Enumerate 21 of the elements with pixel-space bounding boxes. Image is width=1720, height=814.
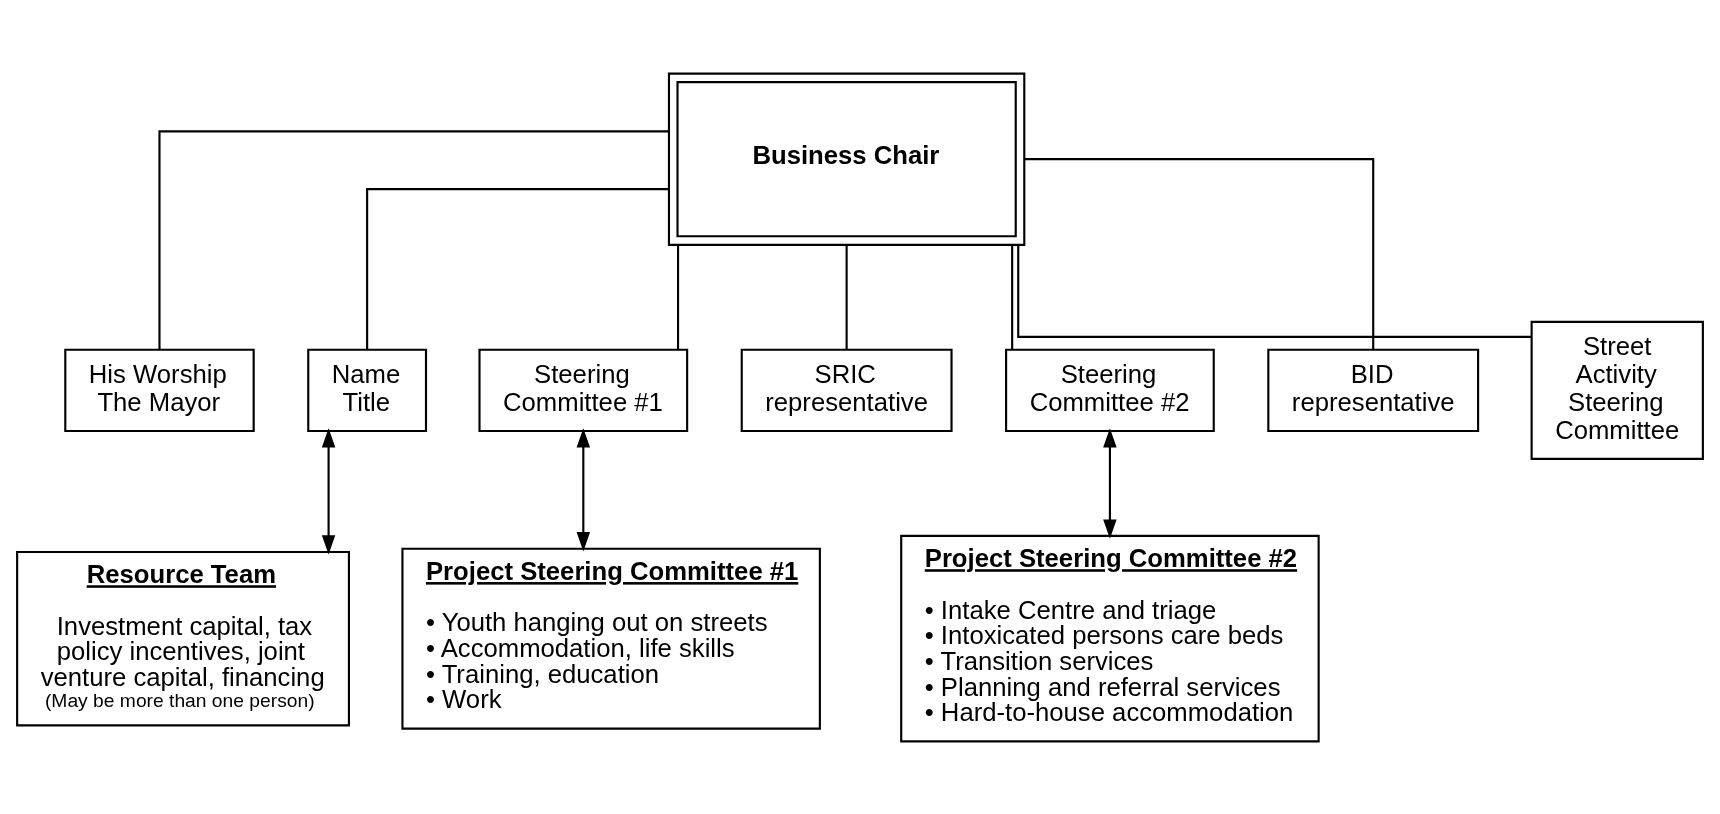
node-box: BID representative	[1267, 348, 1480, 432]
node-box: Resource Team Investment capital, tax policy incentives, joint venture capital, financing (May be more than one person)	[16, 550, 350, 726]
node-box: Project Steering Committee #1 • Youth hanging out on streets • Accommodation, life skills • Training, education • Work	[401, 547, 821, 730]
node-box: Name Title	[307, 348, 428, 432]
connector	[1024, 157, 1375, 350]
node-box: Steering Committee #2	[1005, 348, 1215, 432]
connector	[845, 244, 848, 349]
arrow	[576, 427, 591, 551]
node-box: His Worship The Mayor	[64, 348, 255, 432]
connector	[676, 244, 680, 349]
node-box: SRIC representative	[740, 348, 953, 432]
node-box: Street Activity Steering Committee	[1530, 320, 1704, 460]
connector	[158, 129, 669, 349]
node-box: Project Steering Committee #2 • Intake Centre and triage • Intoxicated persons care beds • Transition services • Planning and referral services • Hard-to-house accommodation	[900, 534, 1320, 742]
connector	[1017, 244, 1532, 338]
node-box: Business Chair	[667, 72, 1026, 246]
arrow	[1103, 427, 1117, 539]
arrow	[321, 427, 336, 554]
connector	[1011, 244, 1014, 349]
connector	[366, 187, 669, 350]
node-box: Steering Committee #1	[478, 348, 689, 432]
